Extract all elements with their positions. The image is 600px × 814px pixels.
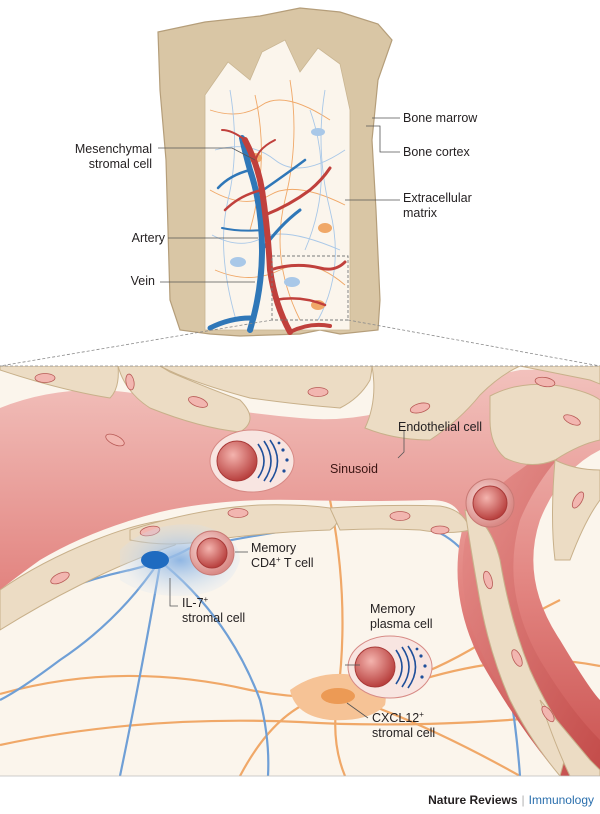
- label-mesenchymal-stromal-cell: Mesenchymal stromal cell: [75, 142, 152, 172]
- journal-name: Immunology: [528, 793, 594, 807]
- label-sup: +: [419, 709, 424, 719]
- artery-vessels: [221, 129, 347, 335]
- label-sup: +: [203, 594, 209, 604]
- endothelial-nuclei: [34, 373, 585, 723]
- lymphocyte-in-sinusoid: [465, 478, 515, 528]
- label-part: CD4: [251, 556, 277, 570]
- label-sinusoid: Sinusoid: [330, 462, 378, 476]
- bone-marrow-cavity: [204, 39, 351, 331]
- label-line: stromal cell: [372, 726, 436, 740]
- label-line: IL-7+: [182, 594, 245, 611]
- label-line: Memory: [370, 602, 416, 616]
- footer-separator: |: [521, 793, 525, 807]
- label-line: CXCL12+: [372, 709, 435, 726]
- label-memory-cd4-t-cell: Memory CD4+ T cell: [251, 541, 314, 571]
- label-memory-plasma-cell: Memory plasma cell: [370, 602, 433, 632]
- memory-plasma-cell: [347, 635, 433, 699]
- bone-illustration: [157, 7, 393, 337]
- sinusoid-vessel: [0, 368, 600, 776]
- label-line: stromal cell: [88, 157, 152, 171]
- label-line: CD4+ T cell: [251, 554, 314, 571]
- endothelial-cells-top: [0, 366, 600, 561]
- label-endothelial-cell: Endothelial cell: [398, 420, 483, 434]
- label-cxcl12-stromal-cell: CXCL12+ stromal cell: [372, 709, 436, 741]
- label-bone-marrow: Bone marrow: [403, 111, 478, 125]
- label-artery: Artery: [131, 231, 165, 245]
- label-line: Memory: [251, 541, 297, 555]
- label-line: matrix: [403, 206, 438, 220]
- label-line: stromal cell: [182, 611, 246, 625]
- label-il7-stromal-cell: IL-7+ stromal cell: [182, 594, 246, 626]
- label-bone-cortex: Bone cortex: [403, 145, 470, 159]
- label-part: CXCL12: [372, 711, 420, 725]
- label-vein: Vein: [130, 274, 155, 288]
- label-line: plasma cell: [370, 617, 433, 631]
- label-extracellular-matrix: Extracellular matrix: [403, 191, 472, 221]
- memory-cd4-t-cell: [189, 530, 235, 576]
- label-line: Mesenchymal: [74, 142, 152, 156]
- label-line: Extracellular: [403, 191, 472, 205]
- zoom-region-box: [271, 255, 349, 321]
- publisher-name: Nature Reviews: [428, 793, 518, 807]
- label-part: IL-7: [182, 596, 204, 610]
- label-part: T cell: [280, 556, 314, 570]
- plasma-cell-in-sinusoid: [209, 429, 295, 493]
- footer-credit: Nature Reviews|Immunology: [428, 793, 594, 807]
- zoom-panel: [0, 366, 600, 776]
- label-sup: +: [276, 554, 281, 564]
